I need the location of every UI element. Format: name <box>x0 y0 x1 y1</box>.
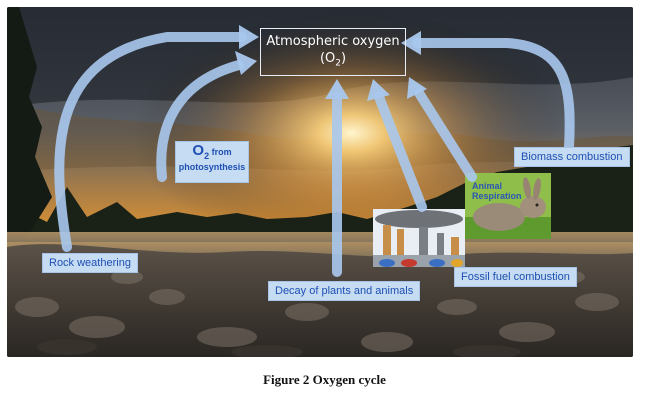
arrow-head-photosynthesis <box>235 51 257 75</box>
animal-respiration-label: Animal Respiration <box>472 181 522 201</box>
arrow-head-biomass <box>401 31 421 55</box>
factory-picture <box>373 209 465 267</box>
atmospheric-oxygen-label: Atmospheric oxygen <box>266 34 400 49</box>
o2-symbol: O <box>192 142 205 159</box>
photosynthesis-text: photosynthesis <box>178 162 246 173</box>
decay-label: Decay of plants and animals <box>268 281 421 301</box>
arrow-head-animal <box>407 77 427 99</box>
flow-arrows <box>54 32 575 277</box>
arrow-head-decay <box>325 79 349 99</box>
arrow-head-rock <box>239 25 259 49</box>
figure-caption: Figure 2 Oxygen cycle <box>263 372 386 387</box>
atmospheric-oxygen-box: Atmospheric oxygen (O2) <box>260 28 406 76</box>
rabbit-picture <box>465 173 551 239</box>
arrow-head-fossil <box>367 79 390 101</box>
oxygen-cycle-figure: Atmospheric oxygen (O2) O2 from photosyn… <box>7 7 633 357</box>
biomass-combustion-label: Biomass combustion <box>514 147 630 167</box>
from-text: from <box>209 147 232 157</box>
oxygen-formula: (O2) <box>319 51 347 69</box>
fossil-fuel-label: Fossil fuel combustion <box>454 267 577 287</box>
o2-subscript: 2 <box>204 151 210 162</box>
o2-photosynthesis-box: O2 from photosynthesis <box>175 141 249 183</box>
rock-weathering-label: Rock weathering <box>42 253 138 273</box>
